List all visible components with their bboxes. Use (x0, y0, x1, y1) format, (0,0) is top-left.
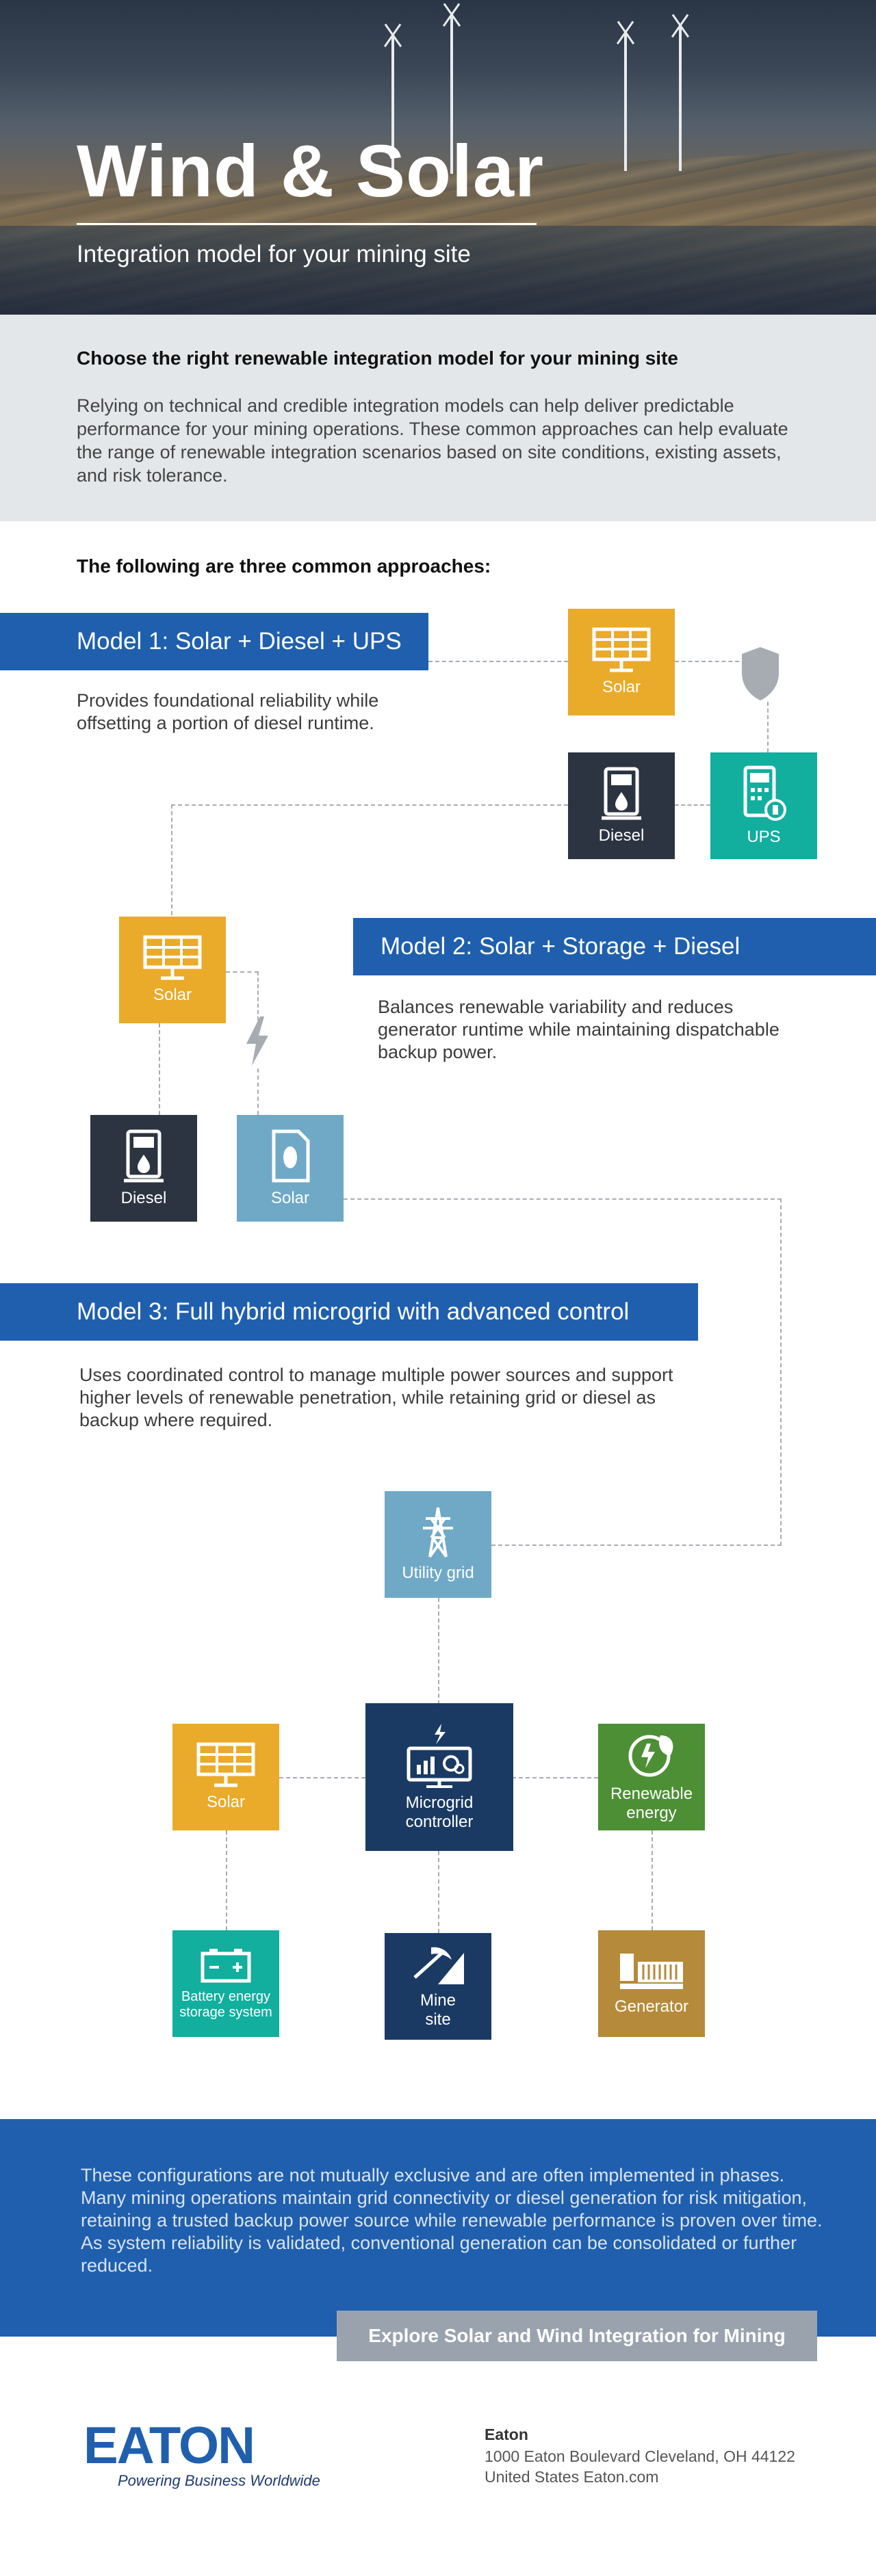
transmission-tower-icon (423, 1507, 453, 1558)
connector (512, 1777, 598, 1778)
connector (171, 804, 568, 806)
tile-label: Generator (614, 1997, 689, 2016)
ups-device-icon (743, 765, 786, 822)
approaches-heading: The following are three common approache… (77, 555, 491, 577)
model2-description: Balances renewable variability and reduc… (378, 997, 780, 1062)
tile-label: Diesel (120, 1189, 167, 1208)
connector (491, 1545, 782, 1546)
connector (257, 1068, 259, 1115)
address-line-2: United States Eaton.com (485, 2468, 659, 2486)
model1-diesel-tile: Diesel (568, 752, 675, 859)
connector (428, 661, 568, 662)
connector (279, 1777, 365, 1778)
solar-panel-icon (143, 935, 202, 980)
intro-section (0, 315, 876, 521)
connector (675, 804, 710, 806)
closing-section (0, 2119, 876, 2337)
tile-label: Utility grid (402, 1564, 474, 1583)
wind-turbine-icon (679, 27, 682, 171)
connector (652, 1830, 653, 1930)
model1-banner: Model 1: Solar + Diesel + UPS (0, 613, 428, 670)
fuel-pump-icon (602, 767, 641, 820)
explore-integration-button[interactable]: Explore Solar and Wind Integration for M… (337, 2311, 817, 2361)
model1-ups-tile: UPS (710, 752, 817, 859)
eaton-logo[interactable]: EATON (83, 2417, 255, 2475)
renewable-leaf-icon (628, 1735, 673, 1777)
fuel-pump-icon (124, 1129, 164, 1183)
connector (438, 1598, 439, 1705)
wind-turbine-icon (450, 16, 453, 174)
mine-site-tile: Mine site (385, 1933, 491, 2040)
model3-solar-tile: Solar (172, 1724, 279, 1830)
tile-label: Solar (602, 678, 641, 697)
intro-body: Relying on technical and credible integr… (77, 395, 788, 486)
model2-solar-tile: Solar (119, 917, 226, 1023)
solar-panel-icon (592, 627, 651, 672)
generator-tile: Generator (598, 1930, 705, 2037)
model1-solar-tile: Solar (568, 609, 675, 715)
connector (767, 702, 769, 752)
connector (171, 804, 172, 915)
tile-label: Solar (270, 1189, 310, 1208)
renewable-energy-tile: Renewable energy (598, 1724, 705, 1830)
connector (780, 1198, 782, 1546)
model1-title: Model 1: Solar + Diesel + UPS (77, 628, 402, 655)
connector (438, 1851, 439, 1933)
model2-storage-tile: Solar (237, 1115, 344, 1222)
connector (344, 1198, 782, 1200)
model1-description: Provides foundational reliability while … (77, 690, 379, 733)
connector (159, 1023, 160, 1115)
tile-label: Solar (153, 986, 192, 1005)
model2-banner: Model 2: Solar + Storage + Diesel (353, 918, 876, 975)
lightning-bolt-icon (246, 1016, 268, 1066)
battery-icon (201, 1949, 251, 1983)
connector (257, 971, 259, 1021)
model3-banner: Model 3: Full hybrid microgrid with adva… (0, 1283, 698, 1341)
microgrid-controller-tile: Microgrid controller (365, 1703, 513, 1851)
tile-label: Microgrid controller (405, 1793, 474, 1831)
wind-turbine-icon (624, 34, 627, 171)
model3-description: Uses coordinated control to manage multi… (79, 1365, 673, 1430)
shield-icon (742, 647, 779, 700)
tile-label: Battery energy storage system (179, 1989, 272, 2020)
battery-cell-icon (272, 1129, 310, 1183)
tile-label: Mine site (420, 1991, 456, 2029)
tile-label: UPS (747, 828, 781, 847)
hero-shade (0, 226, 876, 315)
address-line-1: 1000 Eaton Boulevard Cleveland, OH 44122 (485, 2447, 795, 2465)
model2-title: Model 2: Solar + Storage + Diesel (381, 933, 740, 960)
tile-label: Renewable energy (610, 1785, 693, 1822)
intro-heading: Choose the right renewable integration m… (77, 347, 678, 369)
hero-divider (77, 223, 537, 225)
connector (226, 971, 259, 973)
utility-grid-tile: Utility grid (385, 1491, 491, 1598)
connector (675, 661, 739, 662)
solar-panel-icon (196, 1742, 255, 1787)
closing-text: These configurations are not mutually ex… (81, 2165, 823, 2276)
battery-storage-tile: Battery energy storage system (172, 1930, 279, 2037)
connector (226, 1830, 227, 1930)
tile-label: Solar (206, 1793, 246, 1812)
eaton-tagline: Powering Business Worldwide (118, 2472, 320, 2489)
generator-icon (620, 1954, 683, 1990)
controller-monitor-icon (407, 1724, 472, 1789)
tile-label: Diesel (598, 826, 645, 845)
hero-title: Wind & Solar (77, 129, 545, 212)
mining-pickaxe-icon (413, 1947, 464, 1985)
wind-turbine-icon (391, 37, 394, 174)
hero-subtitle: Integration model for your mining site (77, 241, 471, 267)
model3-title: Model 3: Full hybrid microgrid with adva… (77, 1298, 630, 1325)
company-name: Eaton (485, 2426, 528, 2443)
model2-diesel-tile: Diesel (90, 1115, 197, 1222)
hero-banner (0, 0, 876, 315)
